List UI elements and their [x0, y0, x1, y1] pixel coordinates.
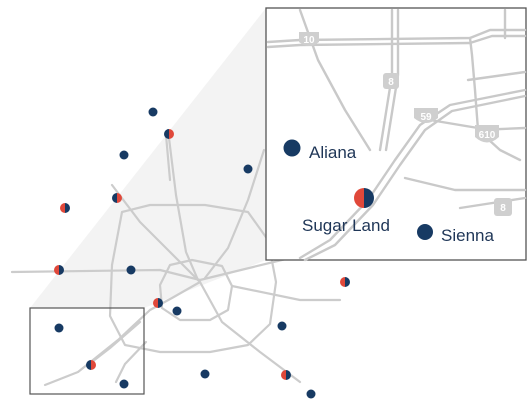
highway-8-shield-b: 8: [494, 198, 512, 216]
aliana-label: Aliana: [309, 143, 357, 162]
map-marker[interactable]: [243, 164, 253, 174]
overview-markers: [54, 107, 350, 399]
svg-text:59: 59: [420, 112, 432, 123]
map-marker-split[interactable]: [340, 277, 350, 287]
map-marker[interactable]: [54, 323, 64, 333]
map-marker-split[interactable]: [153, 298, 163, 308]
svg-text:8: 8: [388, 77, 394, 88]
map-marker[interactable]: [200, 369, 210, 379]
svg-text:8: 8: [500, 203, 506, 214]
sugar-land-marker[interactable]: [354, 188, 374, 208]
sienna-marker[interactable]: [417, 224, 433, 240]
map-marker-split[interactable]: [164, 129, 174, 139]
sugar-land-label: Sugar Land: [302, 216, 390, 235]
zoomed-inset: 10 8 59 610 8 Aliana Sugar Land Sienna: [265, 7, 527, 262]
map-marker-split[interactable]: [112, 193, 122, 203]
overview-inset-frame: [29, 307, 145, 395]
svg-text:10: 10: [303, 35, 315, 46]
highway-8-shield: 8: [383, 73, 399, 89]
map-marker[interactable]: [126, 265, 136, 275]
map-marker[interactable]: [172, 306, 182, 316]
map-marker-split[interactable]: [281, 370, 291, 380]
map-marker[interactable]: [277, 321, 287, 331]
map-marker[interactable]: [148, 107, 158, 117]
map-marker-split[interactable]: [60, 203, 70, 213]
svg-text:610: 610: [479, 130, 496, 141]
interstate-10-shield: 10: [299, 32, 319, 46]
aliana-marker[interactable]: [283, 139, 301, 157]
map-marker-split[interactable]: [54, 265, 64, 275]
map-marker[interactable]: [119, 379, 129, 389]
sienna-label: Sienna: [441, 226, 494, 245]
map-marker-split[interactable]: [86, 360, 96, 370]
map-marker[interactable]: [306, 389, 316, 399]
zoom-projection: [30, 8, 266, 308]
map-marker[interactable]: [119, 150, 129, 160]
us-59-shield: 59: [414, 108, 438, 123]
loop-610-shield: 610: [475, 125, 499, 143]
